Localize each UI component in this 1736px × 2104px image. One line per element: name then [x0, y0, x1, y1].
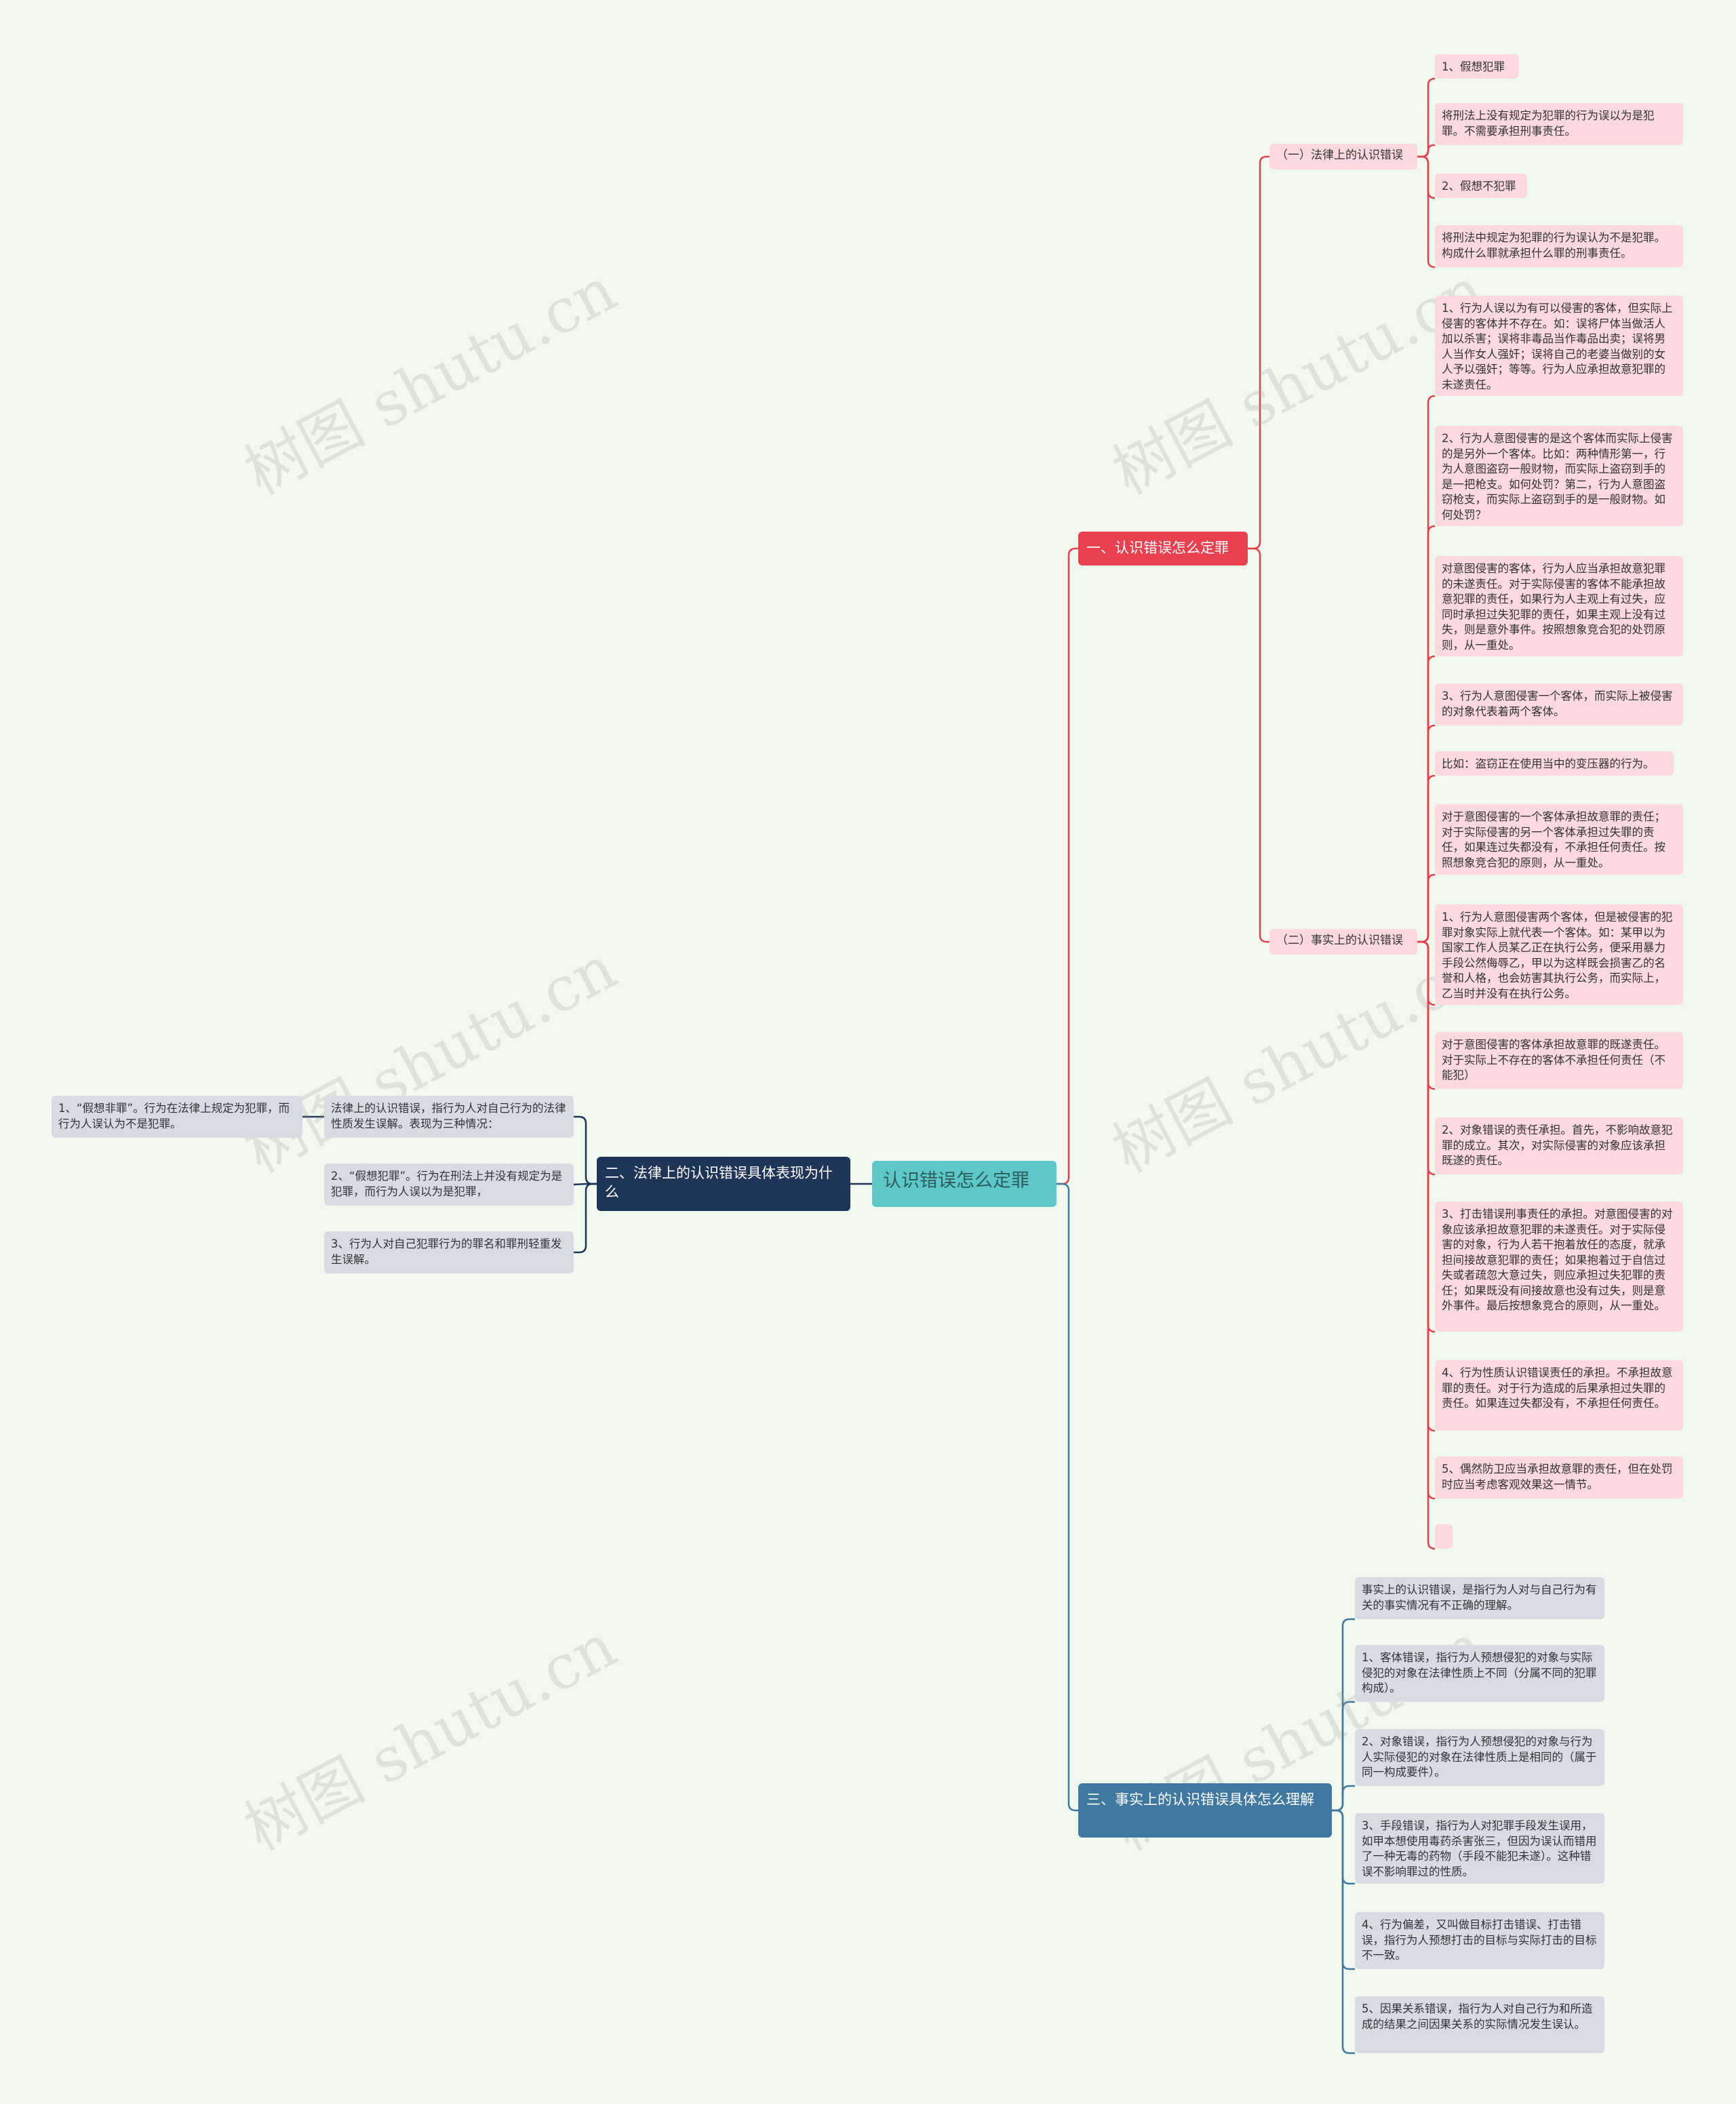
connector-line — [1248, 155, 1269, 550]
connector-line — [1057, 547, 1078, 1185]
connector-line — [1057, 1183, 1078, 1812]
connector-line — [1417, 940, 1436, 1333]
leaf-node[interactable]: 将刑法上没有规定为犯罪的行为误以为是犯罪。不需要承担刑事责任。 — [1435, 103, 1683, 145]
leaf-node[interactable]: 对意图侵害的客体，行为人应当承担故意犯罪的未遂责任。对于实际侵害的客体不能承担故… — [1435, 556, 1683, 656]
connector-line — [1417, 940, 1436, 1176]
branch-node-3[interactable]: 三、事实上的认识错误具体怎么理解 — [1078, 1783, 1332, 1838]
leaf-node[interactable]: 比如：盗窃正在使用当中的变压器的行为。 — [1435, 751, 1674, 776]
connector-line — [1417, 940, 1436, 1090]
leaf-node[interactable]: 将刑法中规定为犯罪的行为误认为不是犯罪。构成什么罪就承担什么罪的刑事责任。 — [1435, 225, 1683, 267]
leaf-node[interactable]: 3、行为人意图侵害一个客体，而实际上被侵害的对象代表着两个客体。 — [1435, 683, 1683, 726]
leaf-node[interactable]: 事实上的认识错误，是指行为人对与自己行为有关的事实情况有不正确的理解。 — [1355, 1577, 1604, 1619]
leaf-node-empty[interactable] — [1435, 1524, 1453, 1549]
branch-node-1[interactable]: 一、认识错误怎么定罪 — [1078, 532, 1248, 565]
sub-node-legal-error[interactable]: （一）法律上的认识错误 — [1269, 144, 1417, 170]
connector-line — [1417, 940, 1436, 1006]
leaf-node[interactable]: 1、“假想非罪”。行为在法律上规定为犯罪，而行为人误认为不是犯罪。 — [52, 1096, 302, 1138]
connector-line — [574, 1183, 597, 1254]
sub-node-fact-error[interactable]: （二）事实上的认识错误 — [1269, 929, 1417, 955]
connector-line — [1248, 547, 1269, 943]
leaf-node[interactable]: 2、对象错误，指行为人预想侵犯的对象与行为人实际侵犯的对象在法律性质上是相同的（… — [1355, 1729, 1604, 1786]
connector-line — [1332, 1809, 1355, 2055]
leaf-node[interactable]: 5、因果关系错误，指行为人对自己行为和所造成的结果之间因果关系的实际情况发生误认… — [1355, 1996, 1604, 2053]
leaf-node[interactable]: 3、手段错误，指行为人对犯罪手段发生误用，如甲本想使用毒药杀害张三，但因为误认而… — [1355, 1813, 1604, 1884]
connector-line — [1417, 144, 1435, 158]
leaf-node[interactable]: 2、对象错误的责任承担。首先，不影响故意犯罪的成立。其次，对实际侵害的对象应该承… — [1435, 1117, 1683, 1174]
leaf-node[interactable]: 4、行为偏差，又叫做目标打击错误、打击错误，指行为人预想打击的目标与实际打击的目… — [1355, 1912, 1604, 1969]
root-node[interactable]: 认识错误怎么定罪 — [872, 1161, 1057, 1207]
leaf-node[interactable]: 法律上的认识错误，指行为人对自己行为的法律性质发生误解。表现为三种情况： — [324, 1096, 574, 1138]
connector-line — [1417, 395, 1436, 943]
leaf-node[interactable]: 1、客体错误，指行为人预想侵犯的对象与实际侵犯的对象在法律性质上不同（分属不同的… — [1355, 1645, 1604, 1702]
connector-line — [1332, 1785, 1355, 1812]
connector-line — [1417, 525, 1436, 943]
connector-line — [574, 1115, 597, 1185]
leaf-node[interactable]: 对于意图侵害的一个客体承担故意罪的责任；对于实际侵害的另一个客体承担过失罪的责任… — [1435, 804, 1683, 875]
connector-line — [1417, 774, 1436, 943]
leaf-node[interactable]: 1、行为人意图侵害两个客体，但是被侵害的犯罪对象实际上就代表一个客体。如：某甲以… — [1435, 905, 1683, 1005]
connector-line — [1417, 724, 1436, 943]
connector-line — [1417, 155, 1436, 269]
leaf-node[interactable]: 3、行为人对自己犯罪行为的罪名和罪刑轻重发生误解。 — [324, 1231, 574, 1273]
branch-node-2[interactable]: 二、法律上的认识错误具体表现为什么 — [597, 1157, 850, 1211]
connector-line — [1417, 940, 1436, 1432]
leaf-node[interactable]: 3、打击错误刑事责任的承担。对意图侵害的对象应该承担故意犯罪的未遂责任。对于实际… — [1435, 1202, 1683, 1332]
leaf-node[interactable]: 2、“假想犯罪”。行为在刑法上并没有规定为是犯罪，而行为人误以为是犯罪， — [324, 1164, 574, 1206]
connector-line — [1417, 655, 1436, 943]
leaf-node[interactable]: 1、假想犯罪 — [1435, 54, 1519, 79]
leaf-node[interactable]: 对于意图侵害的客体承担故意罪的既遂责任。对于实际上不存在的客体不承担任何责任（不… — [1435, 1032, 1683, 1089]
connector-line — [1417, 873, 1436, 943]
connector-line — [1417, 940, 1436, 1500]
leaf-node[interactable]: 1、行为人误以为有可以侵害的客体，但实际上侵害的客体并不存在。如：误将尸体当做活… — [1435, 296, 1683, 396]
leaf-node[interactable]: 5、偶然防卫应当承担故意罪的责任，但在处罚时应当考虑客观效果这一情节。 — [1435, 1456, 1683, 1498]
connector-line — [1417, 155, 1436, 199]
leaf-node[interactable]: 2、行为人意图侵害的是这个客体而实际上侵害的是另外一个客体。比如：两种情形第一，… — [1435, 426, 1683, 526]
leaf-node[interactable]: 2、假想不犯罪 — [1435, 174, 1527, 198]
connector-line — [1417, 940, 1436, 1550]
leaf-node[interactable]: 4、行为性质认识错误责任的承担。不承担故意罪的责任。对于行为造成的后果承担过失罪… — [1435, 1360, 1683, 1431]
